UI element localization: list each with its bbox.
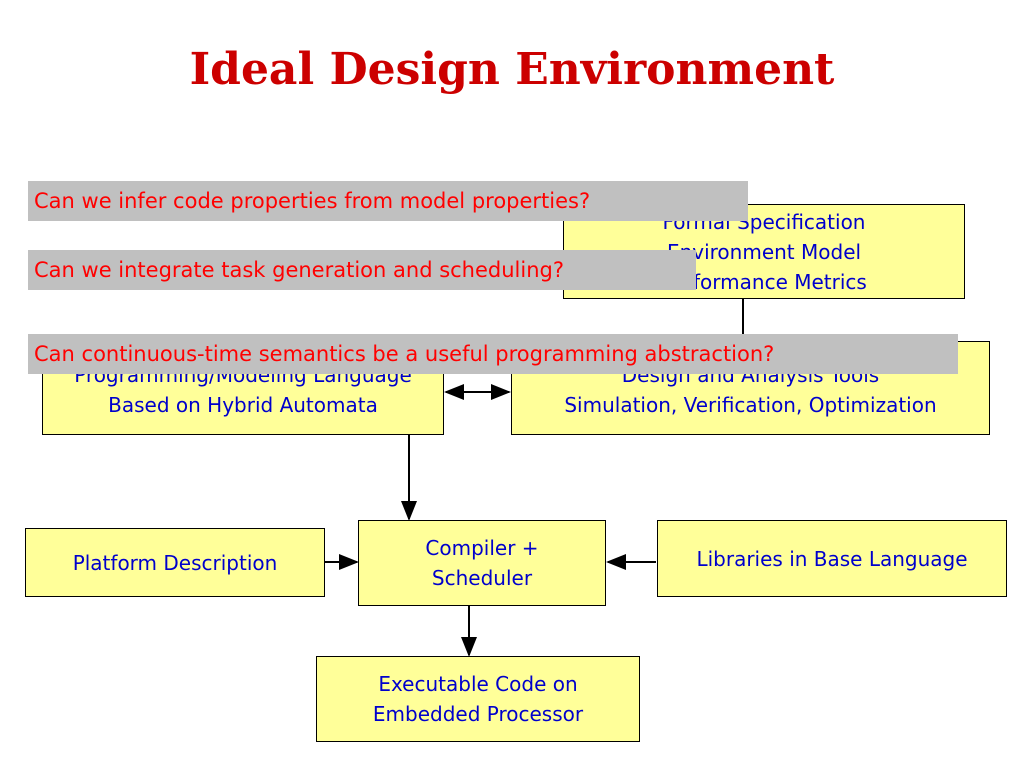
executable-line1: Executable Code on (378, 672, 578, 696)
formal-spec-line2: Environment Model (666, 239, 862, 264)
executable-line2: Embedded Processor (372, 702, 584, 726)
question-continuous-time: Can continuous-time semantics be a usefu… (28, 334, 958, 374)
compiler-line1: Compiler + (425, 536, 539, 560)
slide-title: Ideal Design Environment (189, 44, 835, 95)
platform-description-box: Platform Description (25, 528, 325, 597)
compiler-scheduler-box: Compiler + Scheduler (358, 520, 606, 606)
programming-language-line2: Based on Hybrid Automata (108, 393, 378, 417)
platform-description-label: Platform Description (72, 550, 278, 575)
question-code-properties: Can we infer code properties from model … (28, 181, 748, 221)
design-tools-line2: Simulation, Verification, Optimization (564, 393, 937, 417)
compiler-line2: Scheduler (431, 566, 533, 590)
libraries-label: Libraries in Base Language (696, 546, 968, 571)
libraries-box: Libraries in Base Language (657, 520, 1007, 597)
question-task-scheduling: Can we integrate task generation and sch… (28, 250, 696, 290)
executable-code-box: Executable Code on Embedded Processor (316, 656, 640, 742)
